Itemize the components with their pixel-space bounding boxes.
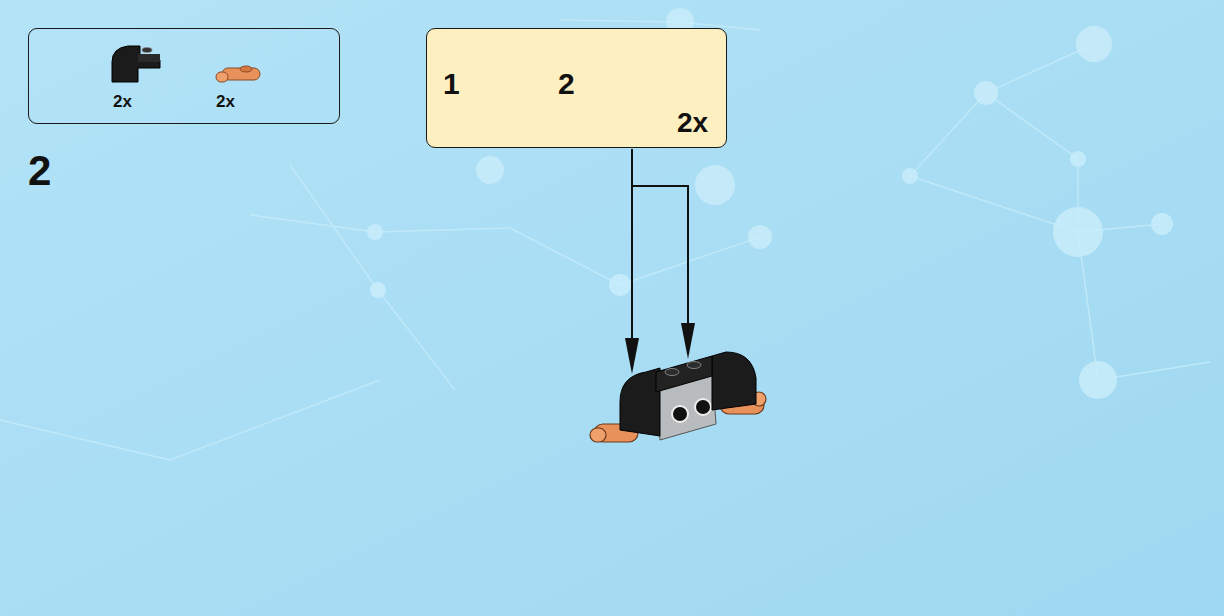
slope-brick <box>112 46 160 82</box>
assembly-arrow <box>632 149 688 350</box>
step-number: 1 <box>443 69 460 99</box>
clip-plate <box>216 66 260 82</box>
step-number: 2 <box>28 150 51 192</box>
parts-list-panel: 2x 2x <box>28 28 340 124</box>
quantity-label: 2x <box>113 93 132 110</box>
quantity-label: 2x <box>216 93 235 110</box>
model <box>590 352 766 442</box>
quantity-label: 2x <box>677 109 708 137</box>
callout-panel: 1 2 2x <box>426 28 727 148</box>
quantity-label: 2 <box>558 69 575 99</box>
